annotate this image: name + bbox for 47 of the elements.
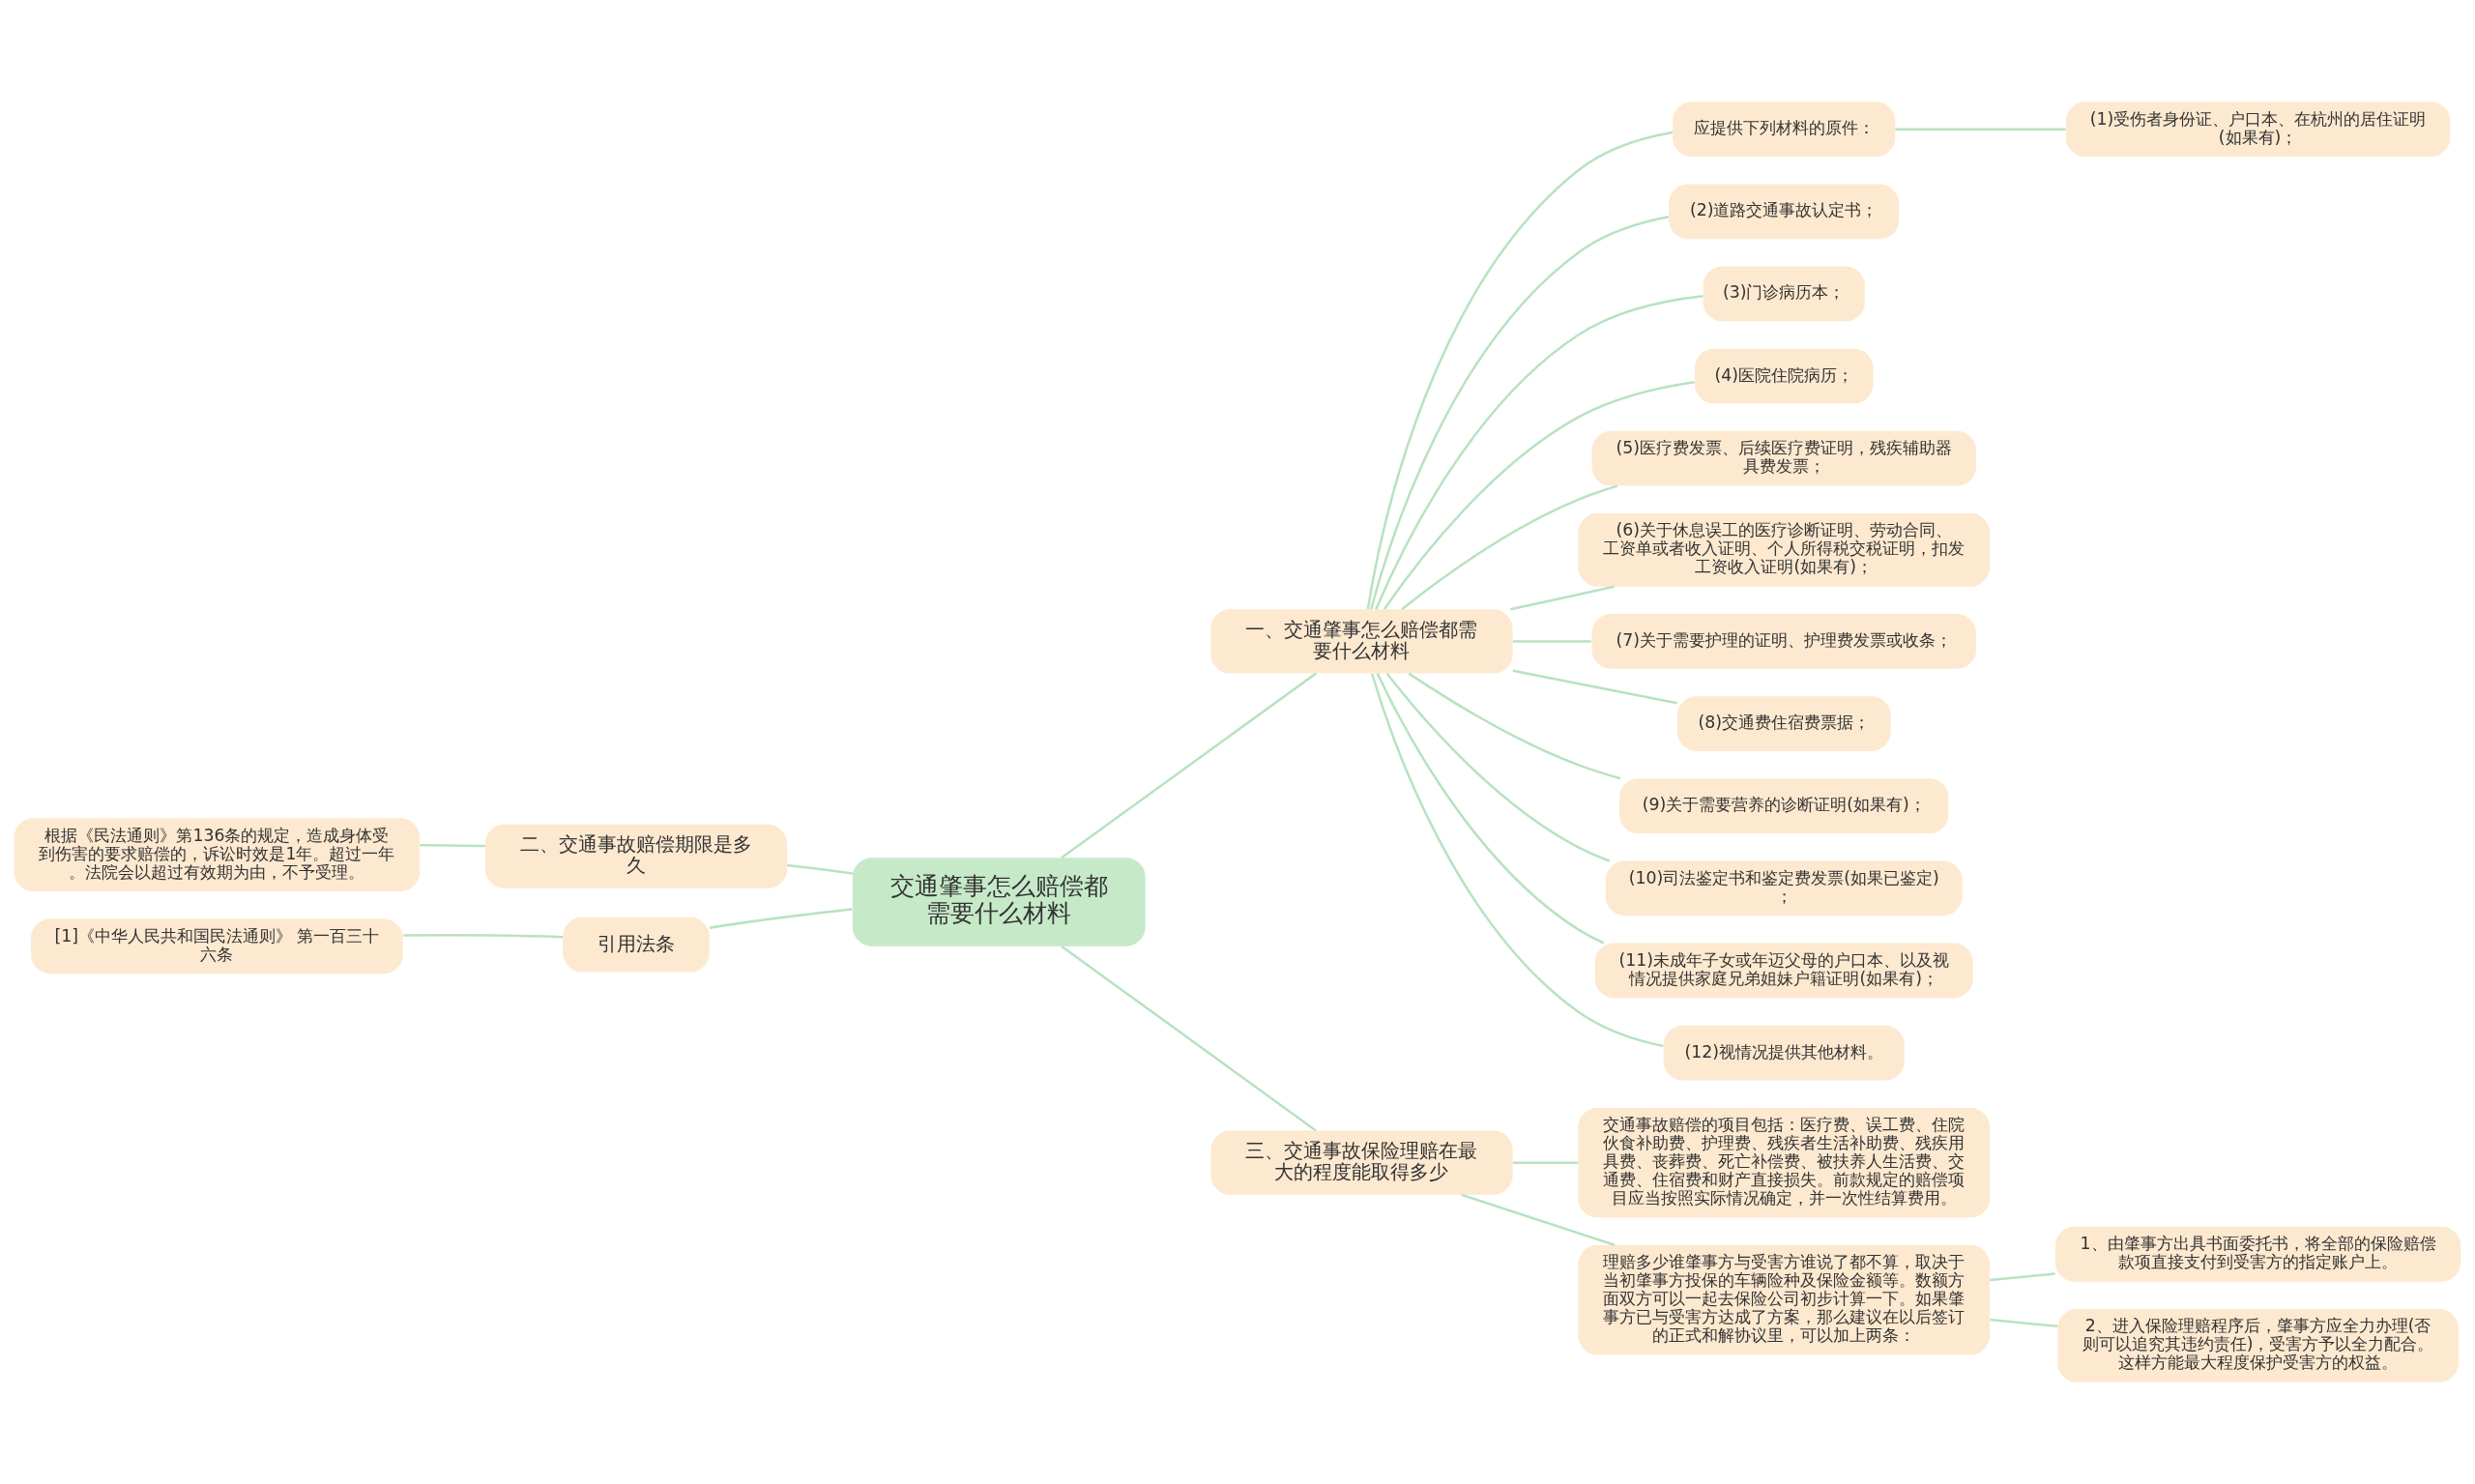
connector: [1512, 640, 1591, 643]
connector: [1383, 381, 1695, 610]
node-box: (8)交通费住宿费票据；: [1676, 696, 1891, 751]
node-box: (2)道路交通事故认定书；: [1669, 184, 1900, 240]
node-box: 三、交通事故保险理赔在最大的程度能取得多少: [1210, 1130, 1513, 1195]
node-box: (9)关于需要营养的诊断证明(如果有)；: [1618, 778, 1949, 834]
connector: [1990, 1318, 2058, 1328]
connector: [1385, 673, 1611, 862]
connector: [1061, 945, 1317, 1132]
connector: [709, 908, 853, 929]
connector: [1408, 672, 1621, 780]
node-box: [1]《中华人民共和国民法通则》 第一百三十六条: [31, 918, 403, 975]
connector: [1512, 669, 1677, 705]
node-box: (7)关于需要护理的证明、护理费发票或收条；: [1591, 614, 1976, 669]
connector: [1375, 295, 1703, 610]
node-box: (4)医院住院病历；: [1695, 348, 1874, 404]
connector: [403, 934, 564, 939]
connector: [1366, 131, 1674, 610]
node-box: 2、进入保险理赔程序后，肇事方应全力办理(否则可以追究其违约责任)，受害方予以全力配合。这样方能最大程度保护受害方的权益。: [2057, 1309, 2459, 1382]
connector: [1512, 1161, 1579, 1164]
node-box: 交通肇事怎么赔偿都需要什么材料: [852, 858, 1146, 946]
connector: [1371, 673, 1664, 1048]
node-box: 交通事故赔偿的项目包括：医疗费、误工费、住院伙食补助费、护理费、残疾者生活补助费、残疾用具费、丧葬费、死亡补偿费、被扶养人生活费、交通费、住宿费和财产直接损失。前款规定的赔偿项目应当按照实际情况确定，并一次性结算费用。: [1578, 1107, 1991, 1218]
node-box: 应提供下列材料的原件：: [1673, 102, 1896, 158]
node-box: 1、由肇事方出具书面委托书，将全部的保险赔偿款项直接支付到受害方的指定账户上。: [2054, 1226, 2461, 1282]
node-box: 引用法条: [563, 917, 710, 973]
node-box: 根据《民法通则》第136条的规定，造成身体受到伤害的要求赔偿的，诉讼时效是1年。超过一年。法院会以超过有效期为由，不予受理。: [14, 818, 421, 891]
connector: [1461, 1193, 1616, 1246]
node-box: (12)视情况提供其他材料。: [1663, 1025, 1905, 1081]
connector: [1376, 673, 1605, 945]
node-box: (3)门诊病历本；: [1703, 266, 1865, 322]
connector: [787, 863, 853, 875]
node-box: (11)未成年子女或年迈父母的户口本、以及视情况提供家庭兄弟姐妹户籍证明(如果有)；: [1594, 943, 1973, 999]
connector: [1510, 585, 1615, 611]
connector: [1990, 1272, 2055, 1282]
connector: [1401, 484, 1618, 611]
connector: [1895, 128, 2066, 131]
node-box: (10)司法鉴定书和鉴定费发票(如果已鉴定)；: [1605, 860, 1963, 917]
connector: [1061, 672, 1317, 859]
node-box: (1)受伤者身份证、户口本、在杭州的居住证明(如果有)；: [2065, 102, 2451, 158]
connector: [1370, 216, 1670, 610]
node-box: 二、交通事故赔偿期限是多久: [484, 824, 788, 888]
node-box: (5)医疗费发票、后续医疗费证明，残疾辅助器具费发票；: [1591, 430, 1976, 486]
node-box: (6)关于休息误工的医疗诊断证明、劳动合同、工资单或者收入证明、个人所得税交税证明，扣发工资收入证明(如果有)；: [1578, 513, 1991, 587]
connector: [420, 844, 485, 848]
node-box: 一、交通肇事怎么赔偿都需要什么材料: [1210, 609, 1513, 674]
node-box: 理赔多少谁肇事方与受害方谁说了都不算，取决于当初肇事方投保的车辆险种及保险金额等。数额方面双方可以一起去保险公司初步计算一下。如果肇事方已与受害方达成了方案，那么建议在以后签订的正式和解协议里，可以加上两条：: [1578, 1244, 1991, 1355]
